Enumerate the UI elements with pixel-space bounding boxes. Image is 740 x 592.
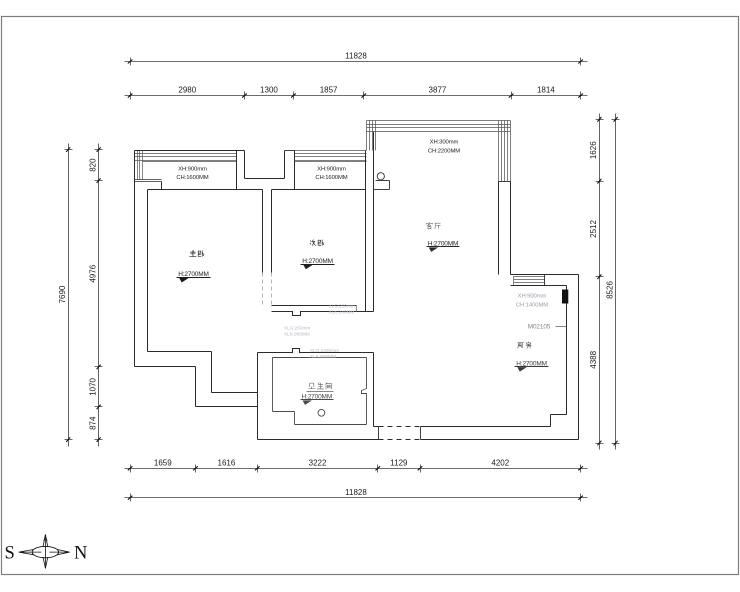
svg-text:CH:1600MM: CH:1600MM — [315, 175, 347, 181]
svg-text:8526: 8526 — [605, 281, 614, 299]
svg-text:1659: 1659 — [154, 458, 172, 467]
svg-text:CH:1400MM: CH:1400MM — [516, 302, 548, 308]
svg-text:H:2700MM: H:2700MM — [302, 258, 333, 265]
svg-text:1300: 1300 — [260, 86, 278, 95]
svg-text:XLG:250mm: XLG:250mm — [329, 304, 355, 309]
svg-text:11828: 11828 — [345, 52, 367, 61]
svg-text:N: N — [74, 543, 87, 563]
svg-text:XLG:2400mm: XLG:2400mm — [310, 348, 339, 353]
svg-text:H:2700MM: H:2700MM — [302, 394, 333, 401]
svg-text:1857: 1857 — [320, 86, 338, 95]
svg-text:3877: 3877 — [429, 86, 447, 95]
svg-text:CH:2200MM: CH:2200MM — [428, 148, 460, 154]
svg-text:H:2700MM: H:2700MM — [516, 360, 547, 367]
svg-text:1814: 1814 — [537, 86, 555, 95]
svg-text:874: 874 — [88, 416, 97, 430]
svg-text:XLK:240MM: XLK:240MM — [329, 309, 355, 314]
svg-text:XH:900mm: XH:900mm — [518, 294, 547, 300]
svg-text:XLK:900MM: XLK:900MM — [284, 331, 310, 336]
svg-text:2980: 2980 — [178, 86, 196, 95]
svg-text:XH:900mm: XH:900mm — [317, 166, 346, 172]
svg-text:7690: 7690 — [58, 285, 67, 303]
svg-text:XH:900mm: XH:900mm — [178, 166, 207, 172]
svg-text:S: S — [5, 543, 15, 563]
svg-text:H:2700MM: H:2700MM — [428, 241, 459, 248]
svg-text:1129: 1129 — [390, 458, 408, 467]
svg-text:M02105: M02105 — [528, 323, 551, 330]
svg-text:1616: 1616 — [218, 458, 236, 467]
svg-text:4202: 4202 — [491, 458, 509, 467]
svg-text:1626: 1626 — [589, 141, 598, 159]
svg-text:1070: 1070 — [88, 377, 97, 395]
svg-text:XLK:850MM: XLK:850MM — [310, 354, 336, 359]
svg-text:4976: 4976 — [88, 264, 97, 282]
svg-text:XH:300mm: XH:300mm — [430, 140, 459, 146]
svg-text:4388: 4388 — [589, 350, 598, 368]
svg-text:3222: 3222 — [309, 458, 327, 467]
svg-text:CH:1600MM: CH:1600MM — [176, 175, 208, 181]
svg-text:820: 820 — [88, 158, 97, 172]
svg-text:11828: 11828 — [345, 488, 367, 497]
svg-text:XLG:250mm: XLG:250mm — [284, 326, 310, 331]
svg-text:2512: 2512 — [589, 220, 598, 238]
svg-text:H:2700MM: H:2700MM — [178, 271, 209, 278]
